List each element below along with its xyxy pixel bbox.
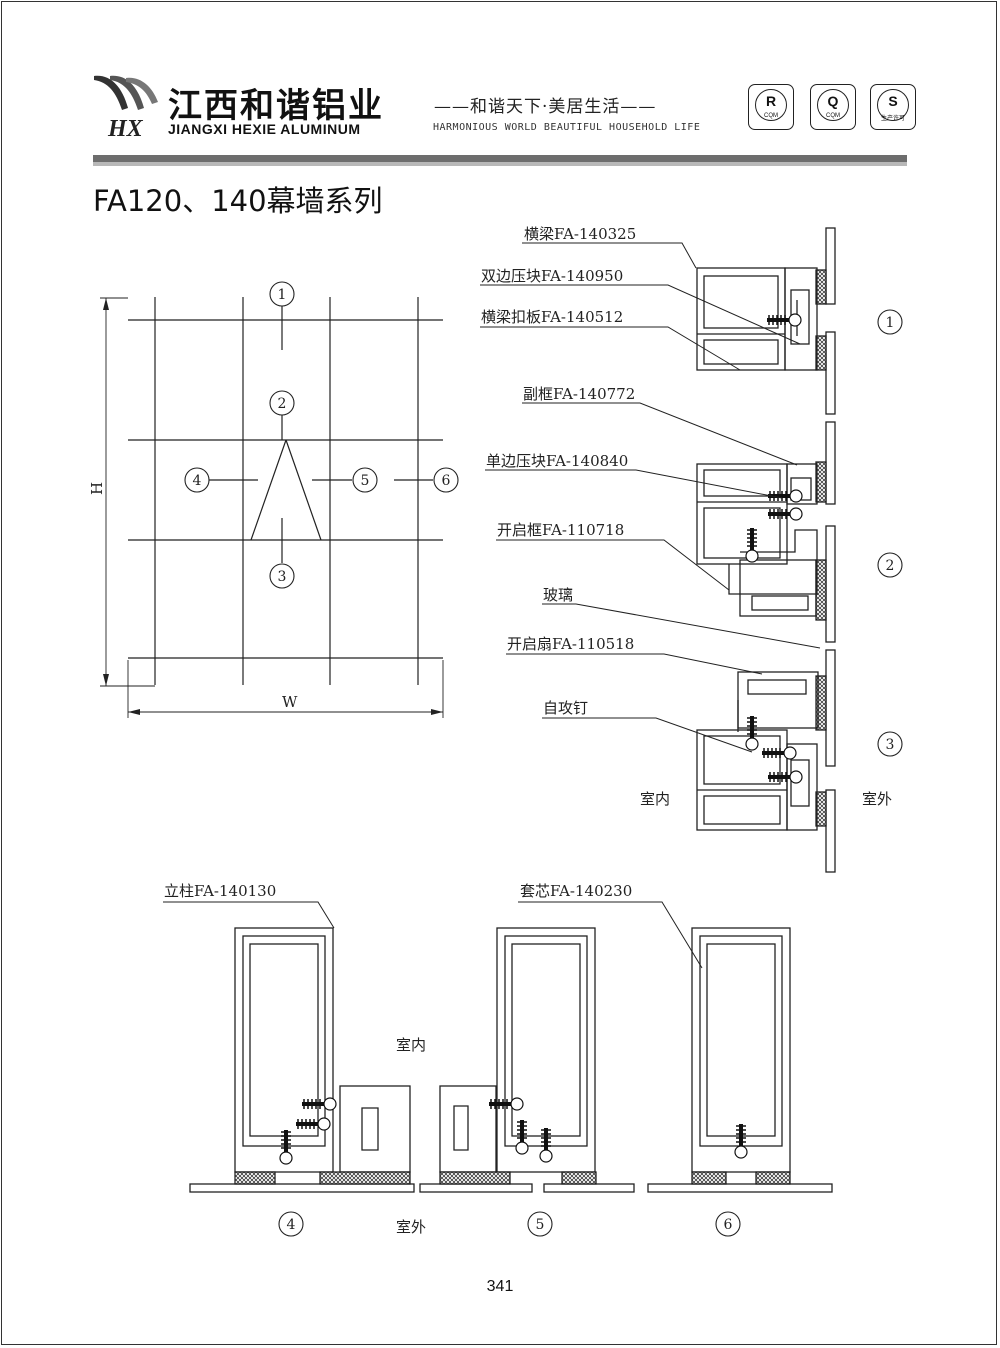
bottom-leaders <box>163 901 703 969</box>
marker-label: 3 <box>278 569 287 585</box>
page-title: FA120、140幕墙系列 <box>93 184 383 218</box>
label-sub-frame: 副框FA-140772 <box>523 385 635 403</box>
marker-1: 1 <box>269 281 295 307</box>
label-transom-cover: 横梁扣板FA-140512 <box>481 308 623 326</box>
marker-5: 5 <box>352 467 378 493</box>
label-double-press: 双边压块FA-140950 <box>481 267 623 285</box>
section-marker-1: 1 <box>877 309 903 335</box>
marker-label: 4 <box>287 1217 296 1233</box>
cert-text: 生产许可 <box>880 116 905 122</box>
label-single-press: 单边压块FA-140840 <box>486 452 628 470</box>
section-marker-4: 4 <box>278 1211 304 1237</box>
cert-text: CQM <box>764 113 778 119</box>
label-indoor: 室内 <box>640 790 670 808</box>
label-glass: 玻璃 <box>543 586 573 604</box>
marker-label: 1 <box>886 315 895 331</box>
brand-name-cn: 江西和谐铝业 <box>168 86 384 126</box>
marker-3: 3 <box>269 563 295 589</box>
label-transom: 横梁FA-140325 <box>524 225 636 243</box>
marker-2: 2 <box>269 390 295 416</box>
marker-label: 6 <box>724 1217 733 1233</box>
ccc-r-icon: R CQM <box>748 84 794 130</box>
slogan-en: HARMONIOUS WORLD BEAUTIFUL HOUSEHOLD LIF… <box>433 122 701 133</box>
qs-icon: S 生产许可 <box>870 84 916 130</box>
marker-4: 4 <box>184 467 210 493</box>
label-mullion: 立柱FA-140130 <box>164 882 276 900</box>
section-marker-5: 5 <box>527 1211 553 1237</box>
dim-width-label: W <box>282 693 298 711</box>
ccc-q-icon: Q CQM <box>810 84 856 130</box>
brand-name-en: JIANGXI HEXIE ALUMINUM <box>168 121 361 137</box>
section-marker-2: 2 <box>877 552 903 578</box>
marker-label: 1 <box>278 287 287 303</box>
marker-label: 2 <box>886 558 895 574</box>
label-screw: 自攻钉 <box>543 699 588 717</box>
label-opening-frame: 开启框FA-110718 <box>497 521 624 539</box>
marker-label: 5 <box>536 1217 545 1233</box>
label-outdoor-bottom: 室外 <box>396 1218 426 1236</box>
cert-mark: R <box>755 89 787 121</box>
hx-logo-icon <box>94 75 158 110</box>
marker-6: 6 <box>433 467 459 493</box>
section-marker-3: 3 <box>877 731 903 757</box>
elevation-drawing <box>100 297 444 718</box>
cert-text: CQM <box>826 113 840 119</box>
marker-label: 4 <box>193 473 202 489</box>
label-indoor-bottom: 室内 <box>396 1036 426 1054</box>
marker-label: 5 <box>361 473 370 489</box>
label-sleeve: 套芯FA-140230 <box>520 882 632 900</box>
page-number: 341 <box>486 1278 514 1295</box>
header-divider <box>93 155 907 162</box>
label-outdoor: 室外 <box>862 790 892 808</box>
slogan-cn: ——和谐天下·美居生活—— <box>434 97 657 117</box>
marker-label: 2 <box>278 396 287 412</box>
logo-monogram: HX <box>108 116 143 142</box>
dim-height-label: H <box>88 482 106 495</box>
cert-mark: S <box>877 89 909 121</box>
marker-label: 6 <box>442 473 451 489</box>
label-opening-sash: 开启扇FA-110518 <box>507 635 634 653</box>
marker-label: 3 <box>886 737 895 753</box>
header-divider-shadow <box>93 162 907 166</box>
section-marker-6: 6 <box>715 1211 741 1237</box>
cert-mark: Q <box>817 89 849 121</box>
section-leaders <box>480 242 821 753</box>
vertical-section <box>696 227 836 873</box>
horizontal-sections <box>189 927 833 1193</box>
